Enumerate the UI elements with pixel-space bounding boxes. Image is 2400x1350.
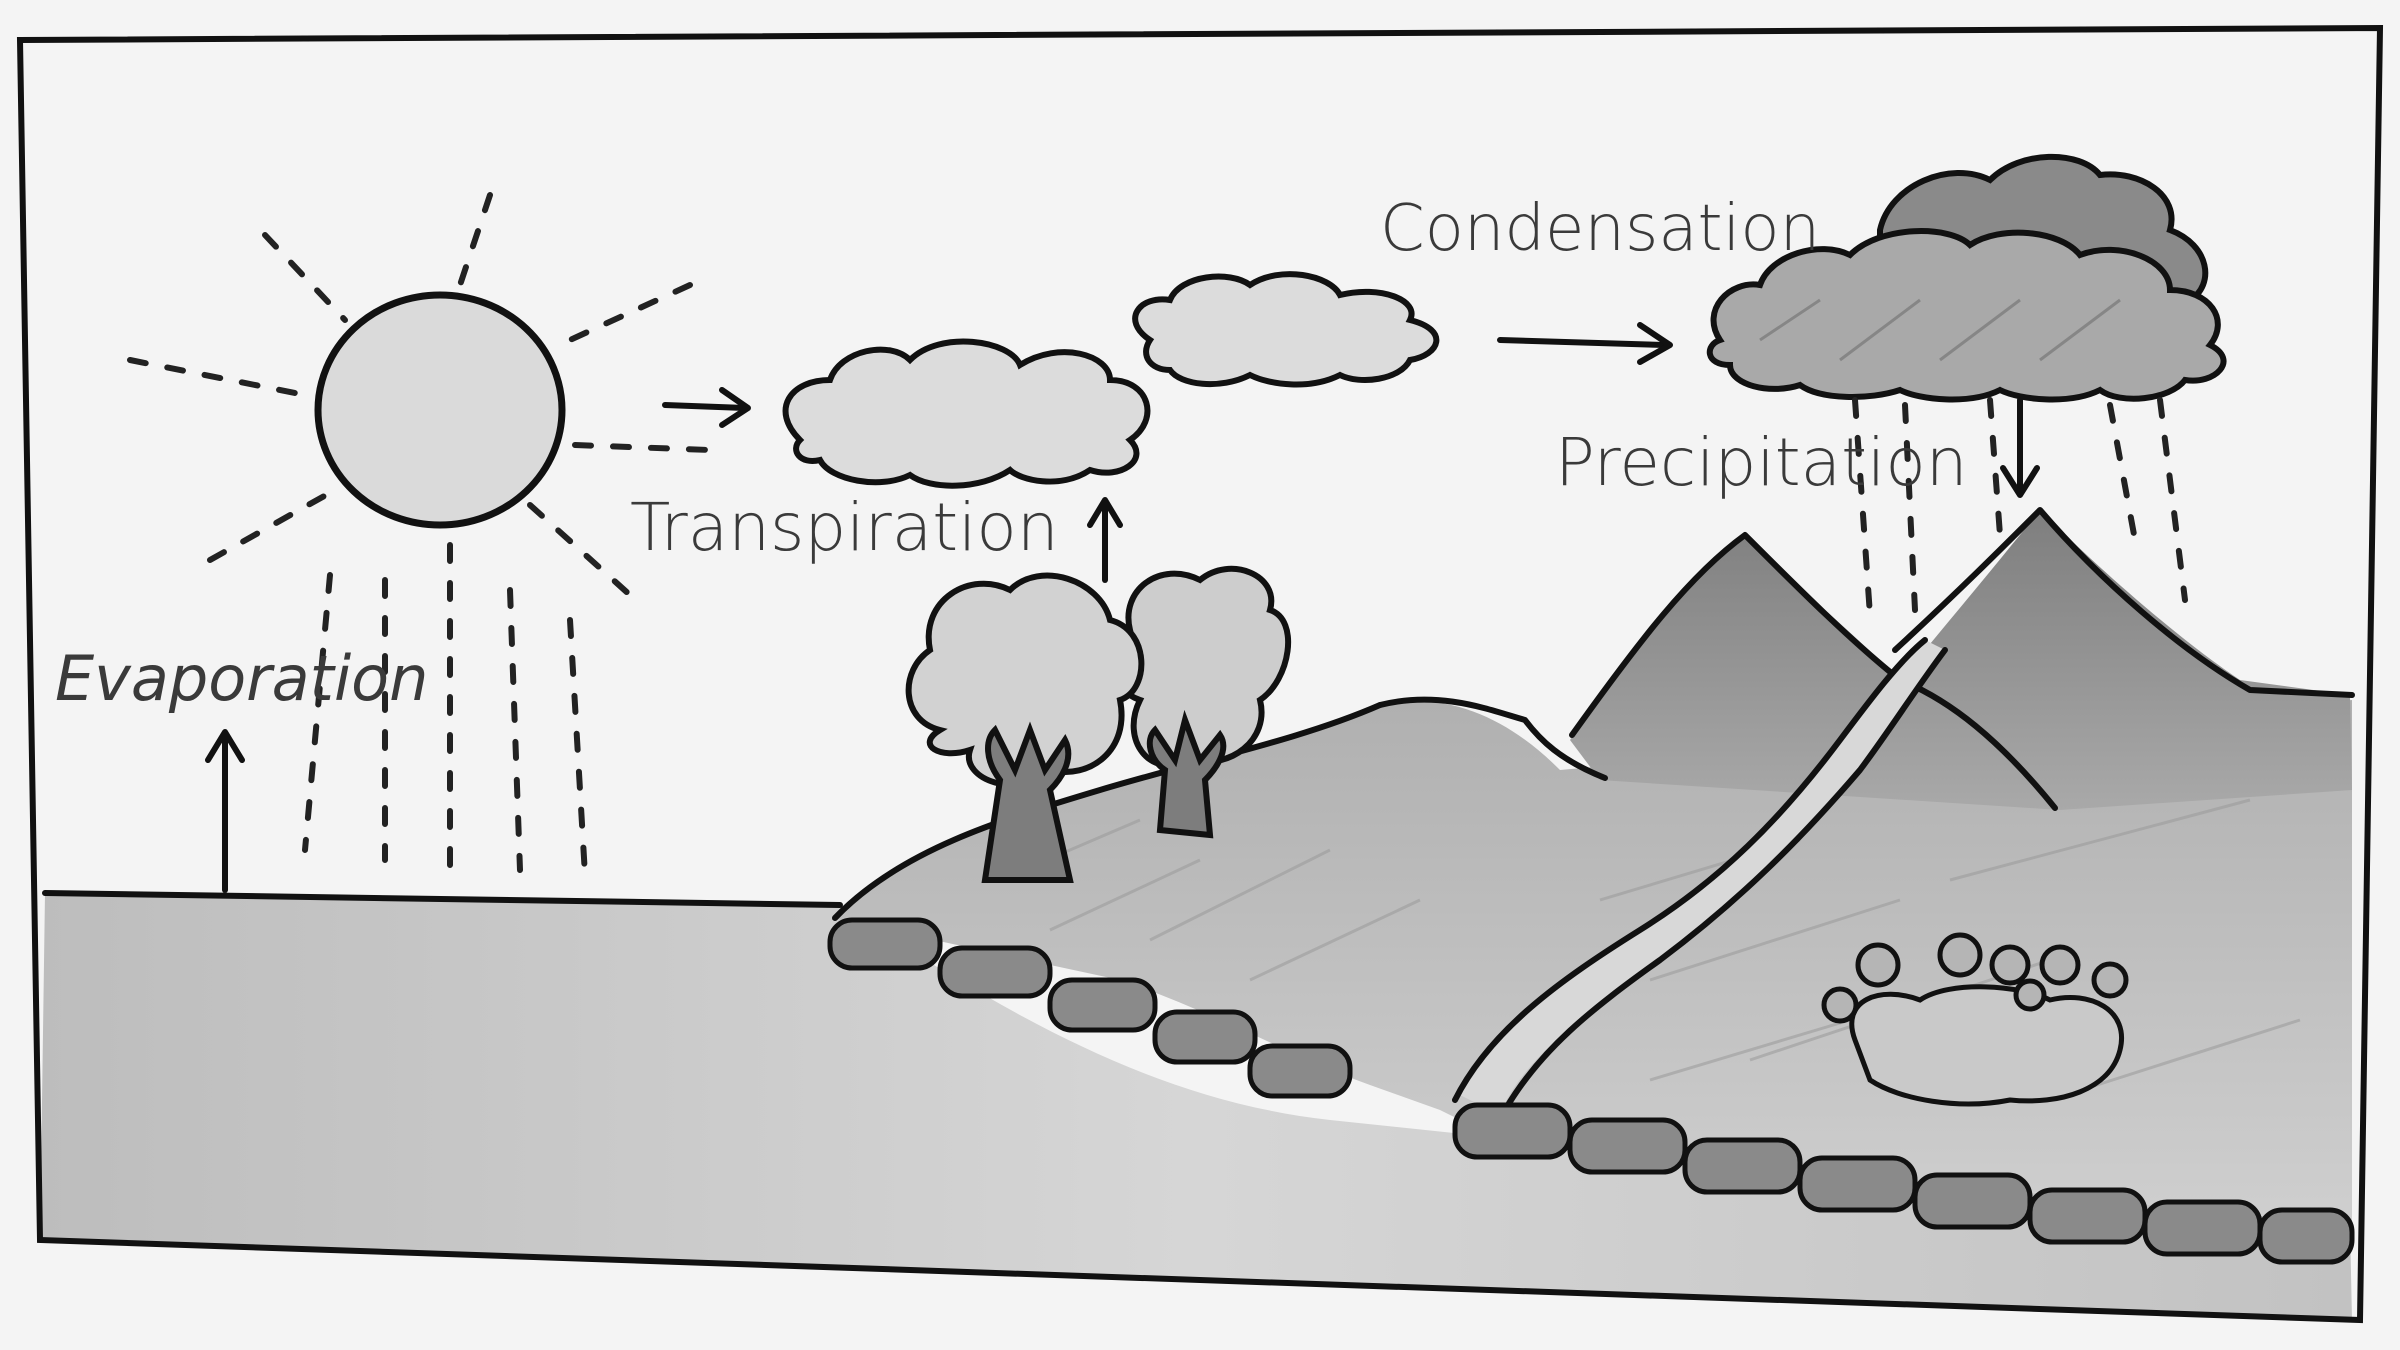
arrow-condensation [1497, 322, 1673, 365]
river-icon [1452, 637, 1948, 1115]
stone-border-left [827, 917, 1353, 1099]
label-transpiration: Transpiration [630, 489, 1059, 566]
evaporation-drops [302, 542, 588, 878]
label-condensation: Condensation [1380, 192, 1820, 266]
ground-line [42, 890, 843, 908]
label-precipitation: Precipitation [1555, 424, 1968, 501]
rain-cloud-icon [1706, 153, 2227, 403]
sun-icon [127, 192, 713, 598]
mountain-icon [1377, 507, 2355, 811]
bush-icon [1821, 932, 2129, 1107]
arrow-sun-to-cloud [662, 387, 751, 428]
stone-border-right [1452, 1102, 2355, 1265]
arrows [205, 322, 2040, 893]
arrow-transpiration [1087, 497, 1123, 583]
label-evaporation: Evaporation [55, 642, 428, 715]
cloud-icon [782, 271, 1440, 489]
precipitation-drops [1852, 397, 2188, 618]
water-body [40, 893, 2352, 1320]
arrow-precipitation [2000, 397, 2040, 498]
tree-icon [905, 565, 1292, 883]
frame-border [16, 24, 2384, 1324]
arrow-evaporation [205, 729, 245, 893]
